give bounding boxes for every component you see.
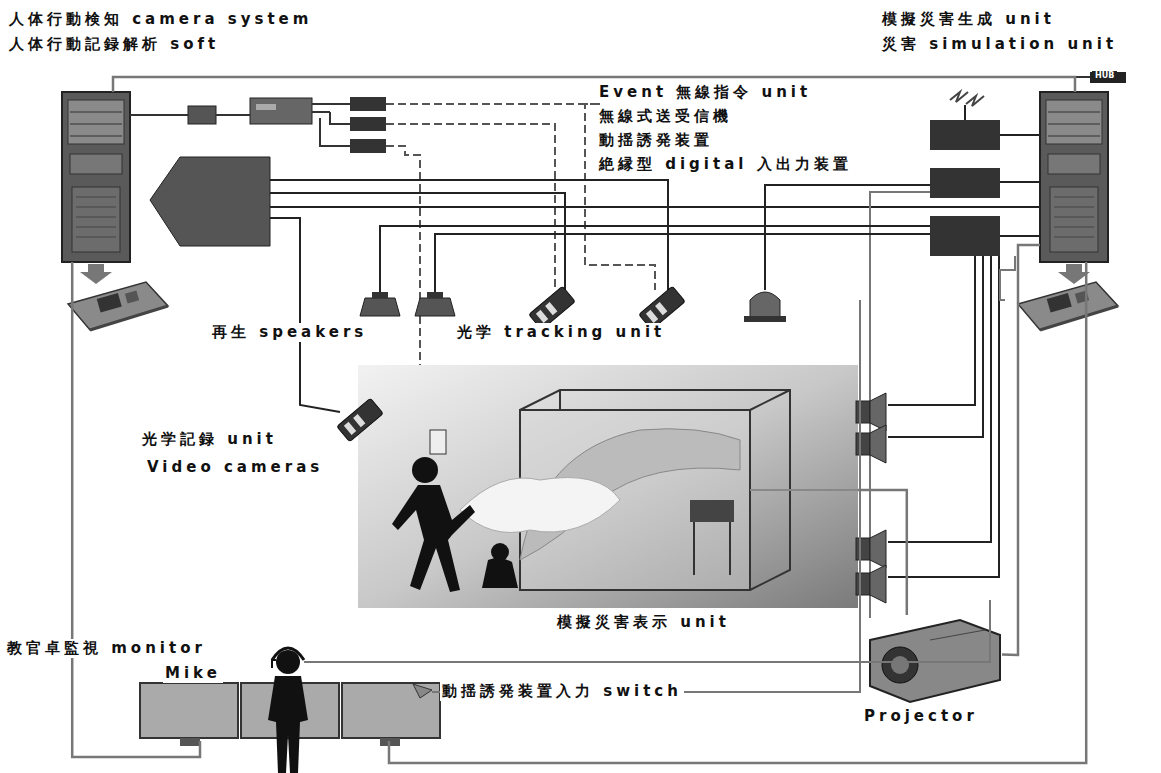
device-label: 再生 speakers (210, 323, 369, 342)
display-unit: 模擬災害表示 unit (358, 365, 858, 608)
node-label: 災害 simulation unit (880, 35, 1119, 54)
device-label: 無線式送受信機 (597, 107, 734, 126)
node-label: 人体行動検知 camera system (7, 10, 314, 29)
monitor-desk: 教官卓監視 monitor (140, 683, 440, 741)
pc-tower: 模擬災害生成 unit災害 simulation unit (1040, 92, 1106, 262)
device-label: 絶縁型 digital 入出力装置 (597, 155, 854, 174)
hub-label: HUB (1092, 71, 1117, 81)
node-label: 模擬災害表示 unit (555, 613, 732, 632)
device-label: 動揺誘発装置入力 switch (440, 682, 684, 701)
projector: Projector (866, 615, 1002, 703)
node-label: Projector (862, 707, 980, 726)
node-label: 教官卓監視 monitor (5, 639, 208, 658)
connector (1002, 245, 1040, 655)
connector (389, 262, 1086, 763)
connector (113, 77, 1075, 92)
device-label: 光学 tracking unit (455, 323, 667, 342)
connector (858, 490, 907, 615)
node-label: 人体行動記録解析 soft (7, 35, 221, 54)
pc-tower: 人体行動検知 camera system人体行動記録解析 soft (62, 92, 130, 262)
device-label: Event 無線指令 unit (597, 83, 813, 102)
device-label: 光学記録 unit (140, 430, 279, 449)
device-label: Mike (163, 664, 223, 683)
device-label: 動揺誘発装置 (597, 131, 715, 150)
device-label: Video cameras (145, 458, 325, 477)
node-label: 模擬災害生成 unit (880, 10, 1057, 29)
